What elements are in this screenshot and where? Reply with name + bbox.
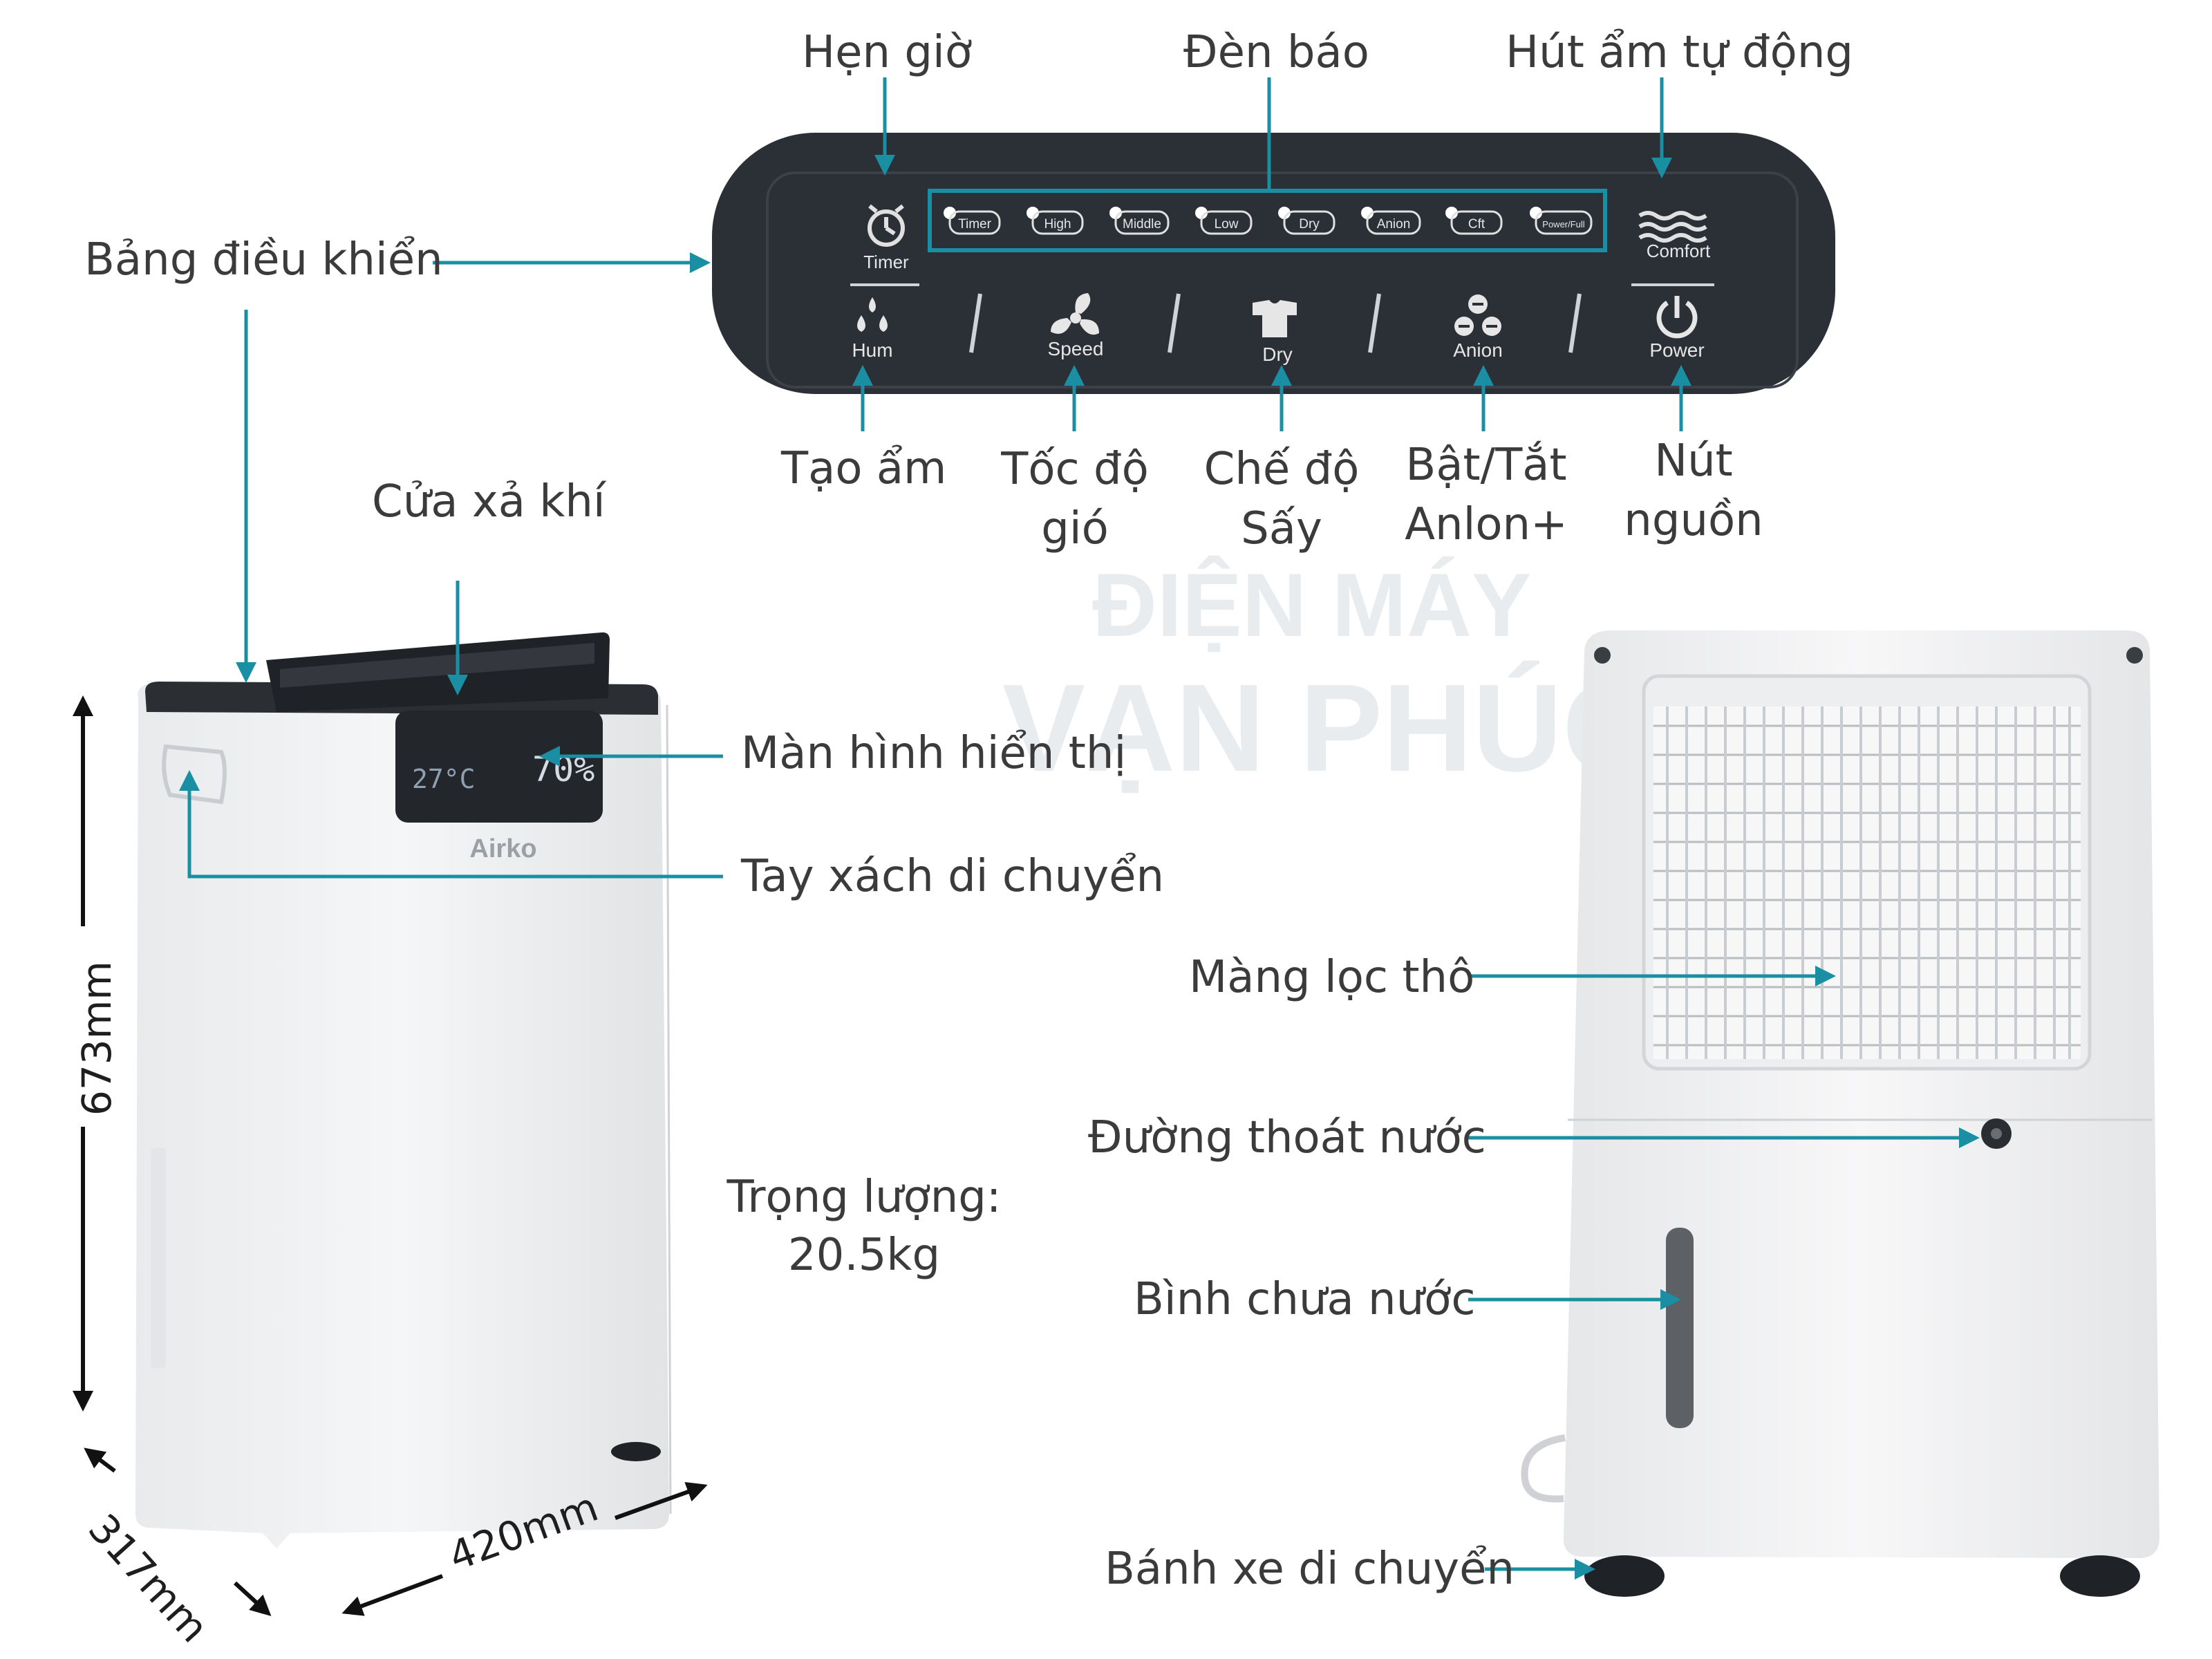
label-indicator-lights: Đèn báo <box>1183 27 1369 78</box>
timer-caption: Timer <box>863 252 909 272</box>
indicator-lights: Timer High Middle Low Dry Anion Cft Powe… <box>944 207 1593 235</box>
svg-text:High: High <box>1044 217 1071 232</box>
water-drops-icon <box>857 297 888 332</box>
indicator-dry: Dry <box>1278 207 1335 235</box>
dimension-arrows <box>73 695 708 1617</box>
comfort-caption: Comfort <box>1647 241 1711 261</box>
svg-text:Anion: Anion <box>1377 217 1411 232</box>
label-handle: Tay xách di chuyển <box>741 851 1164 902</box>
dimension-height: 673mm <box>73 961 120 1116</box>
label-auto-dehumidify: Hút ẩm tự động <box>1506 27 1853 78</box>
svg-text:Dry: Dry <box>1299 217 1320 232</box>
display-temperature: 27°C <box>412 764 476 794</box>
label-timer: Hẹn giờ <box>802 27 972 78</box>
power-icon <box>1656 296 1698 339</box>
label-display: Màn hình hiển thị <box>741 728 1127 779</box>
label-weight: Trọng lượng:20.5kg <box>727 1172 1002 1281</box>
svg-text:Speed: Speed <box>1048 338 1104 359</box>
svg-text:Timer: Timer <box>958 217 992 232</box>
anion-icon <box>1454 294 1501 336</box>
alarm-clock-icon <box>868 204 905 247</box>
watermark-line1: ĐIỆN MÁY <box>1092 554 1532 655</box>
indicator-middle: Middle <box>1109 207 1170 235</box>
device-front-view: 27°C 70% Airko <box>135 632 672 1548</box>
speed-button[interactable]: Speed <box>1048 293 1104 359</box>
anion-button[interactable]: Anion <box>1453 294 1503 361</box>
indicator-low: Low <box>1195 207 1253 235</box>
label-exhaust: Cửa xả khí <box>372 476 606 527</box>
device-back-view <box>1521 630 2159 1597</box>
shirt-icon <box>1253 300 1297 337</box>
svg-text:Power/Full: Power/Full <box>1542 219 1585 229</box>
indicator-cft: Cft <box>1445 207 1503 235</box>
indicator-timer: Timer <box>944 207 1001 235</box>
svg-text:Cft: Cft <box>1468 217 1485 232</box>
label-drain: Đường thoát nước <box>1088 1112 1486 1163</box>
indicator-high: High <box>1027 207 1084 235</box>
comfort-wave-icon <box>1638 211 1707 243</box>
water-level-window <box>1666 1228 1694 1428</box>
dry-button[interactable]: Dry <box>1253 300 1297 365</box>
brand-logo: Airko <box>469 834 536 863</box>
svg-text:Hum: Hum <box>852 339 892 361</box>
indicator-anion: Anion <box>1361 207 1421 235</box>
indicator-power-full: Power/Full <box>1530 207 1593 235</box>
control-panel <box>712 133 1835 394</box>
svg-text:Anion: Anion <box>1453 339 1503 361</box>
callout-lines <box>179 77 1980 1580</box>
hum-button[interactable]: Hum <box>852 297 893 361</box>
label-coarse-filter: Màng lọc thô <box>1189 952 1475 1003</box>
label-humidify: Tạo ẩm <box>781 443 947 494</box>
power-button[interactable]: Power <box>1649 296 1705 361</box>
label-control-panel: Bảng điều khiển <box>84 234 443 285</box>
label-water-tank: Bình chưa nước <box>1134 1274 1476 1325</box>
svg-text:Middle: Middle <box>1123 217 1161 232</box>
svg-text:Dry: Dry <box>1262 344 1293 365</box>
label-wheels: Bánh xe di chuyển <box>1105 1544 1515 1595</box>
watermark-line2: VẠN PHÚC <box>1002 659 1653 798</box>
svg-text:Low: Low <box>1215 217 1239 232</box>
fan-icon <box>1051 293 1099 335</box>
svg-text:Power: Power <box>1649 339 1704 361</box>
